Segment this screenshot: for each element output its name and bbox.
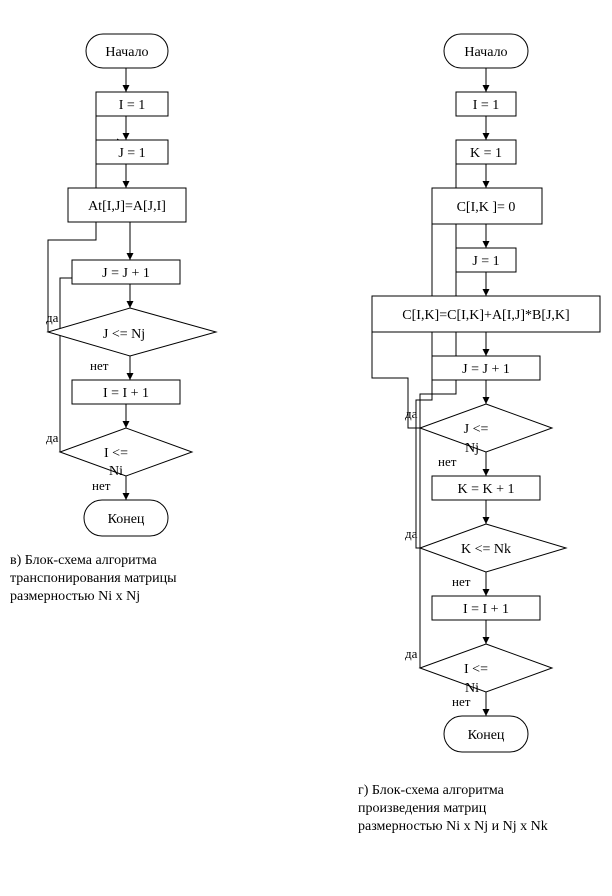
right-no-k-label: нет: [452, 574, 471, 589]
right-j-init-box: [455, 247, 517, 273]
left-jinc-box: [71, 259, 181, 285]
right-no-i-label: нет: [452, 694, 471, 709]
right-k-init-box: [455, 139, 517, 165]
left-iinc-label: I = I + 1: [103, 386, 149, 401]
right-loop-j: [371, 314, 420, 429]
right-k-init-label: K = 1: [470, 146, 502, 161]
right-cond-k-label: K <= Nk: [461, 542, 511, 557]
right-end-label: Конец: [468, 728, 505, 743]
left-start-label: Начало: [105, 45, 148, 60]
right-end-terminal: [443, 715, 529, 753]
left-cond-i-label-1: I <=: [104, 446, 128, 461]
left-j-init-box: [95, 139, 169, 165]
left-start-terminal: [85, 33, 169, 69]
left-i-init-label: I = 1: [119, 98, 146, 113]
right-yes-j-label: да: [405, 406, 418, 421]
right-i-init-label: I = 1: [473, 98, 500, 113]
right-loop-k: [415, 206, 433, 549]
left-loop-i-lower: [59, 277, 72, 452]
left-end-label: Конец: [108, 512, 145, 527]
right-yes-i-label: да: [405, 646, 418, 661]
right-j-init-label: J = 1: [472, 254, 499, 269]
right-start-terminal: [443, 33, 529, 69]
left-yes-i-label: да: [46, 430, 59, 445]
left-cond-j-label: J <= Nj: [103, 327, 145, 342]
left-caption: в) Блок-схема алгоритма транспонирования…: [10, 552, 177, 606]
right-flowchart: Начало I = 1 K = 1 C[I,K ]= 0 J = 1 C[I,…: [371, 33, 601, 753]
left-assign-label: At[I,J]=A[J,I]: [88, 199, 166, 214]
right-jinc-box: [431, 355, 541, 381]
right-cond-i-label-1: I <=: [464, 662, 488, 677]
right-cond-j-label-1: J <=: [464, 422, 489, 437]
left-cond-j-diamond: [46, 307, 218, 357]
right-caption-line-3: размерностью Ni x Nj и Nj x Nk: [358, 819, 548, 834]
right-kinc-box: [431, 475, 541, 501]
left-j-init-label: J = 1: [118, 146, 145, 161]
left-iinc-box: [71, 379, 181, 405]
right-cinit-label: C[I,K ]= 0: [457, 200, 516, 215]
left-cond-i-diamond: [58, 427, 194, 477]
right-iinc-label: I = I + 1: [463, 602, 509, 617]
right-cond-i-diamond: [418, 643, 554, 693]
left-no-j-label: нет: [90, 358, 109, 373]
right-cond-j-diamond: [418, 403, 554, 453]
right-caption-line-2: произведения матриц: [358, 801, 487, 816]
left-yes-j-label: да: [46, 310, 59, 325]
right-accumulate-label: C[I,K]=C[I,K]+A[I,J]*B[J,K]: [402, 308, 569, 323]
left-end-terminal: [83, 499, 169, 537]
right-iinc-box: [431, 595, 541, 621]
left-flowchart: Начало I = 1 J = 1 At[I,J]=A[J,I] J = J …: [46, 33, 218, 537]
right-accumulate-box: [371, 295, 601, 333]
right-caption: г) Блок-схема алгоритма произведения мат…: [358, 782, 548, 836]
right-yes-k-label: да: [405, 526, 418, 541]
left-jinc-label: J = J + 1: [102, 266, 150, 281]
right-jinc-label: J = J + 1: [462, 362, 510, 377]
right-cond-i-label-2: Ni: [465, 681, 479, 696]
left-cond-i-label-2: Ni: [109, 464, 123, 479]
left-assign-box: [67, 187, 187, 223]
left-loop-j: [47, 138, 124, 332]
left-i-init-box: [95, 91, 169, 117]
right-start-label: Начало: [464, 45, 507, 60]
left-caption-line-2: транспонирования матрицы: [10, 571, 177, 586]
right-kinc-label: K = K + 1: [457, 482, 514, 497]
left-caption-line-3: размерностью Ni x Nj: [10, 589, 141, 604]
left-caption-line-1: в) Блок-схема алгоритма: [10, 553, 157, 568]
right-i-init-box: [455, 91, 517, 117]
right-cond-j-label-2: Nj: [465, 441, 479, 456]
right-caption-line-1: г) Блок-схема алгоритма: [358, 783, 504, 798]
right-cinit-box: [431, 187, 543, 225]
left-no-i-label: нет: [92, 478, 111, 493]
right-cond-k-diamond: [418, 523, 568, 573]
right-no-j-label: нет: [438, 454, 457, 469]
